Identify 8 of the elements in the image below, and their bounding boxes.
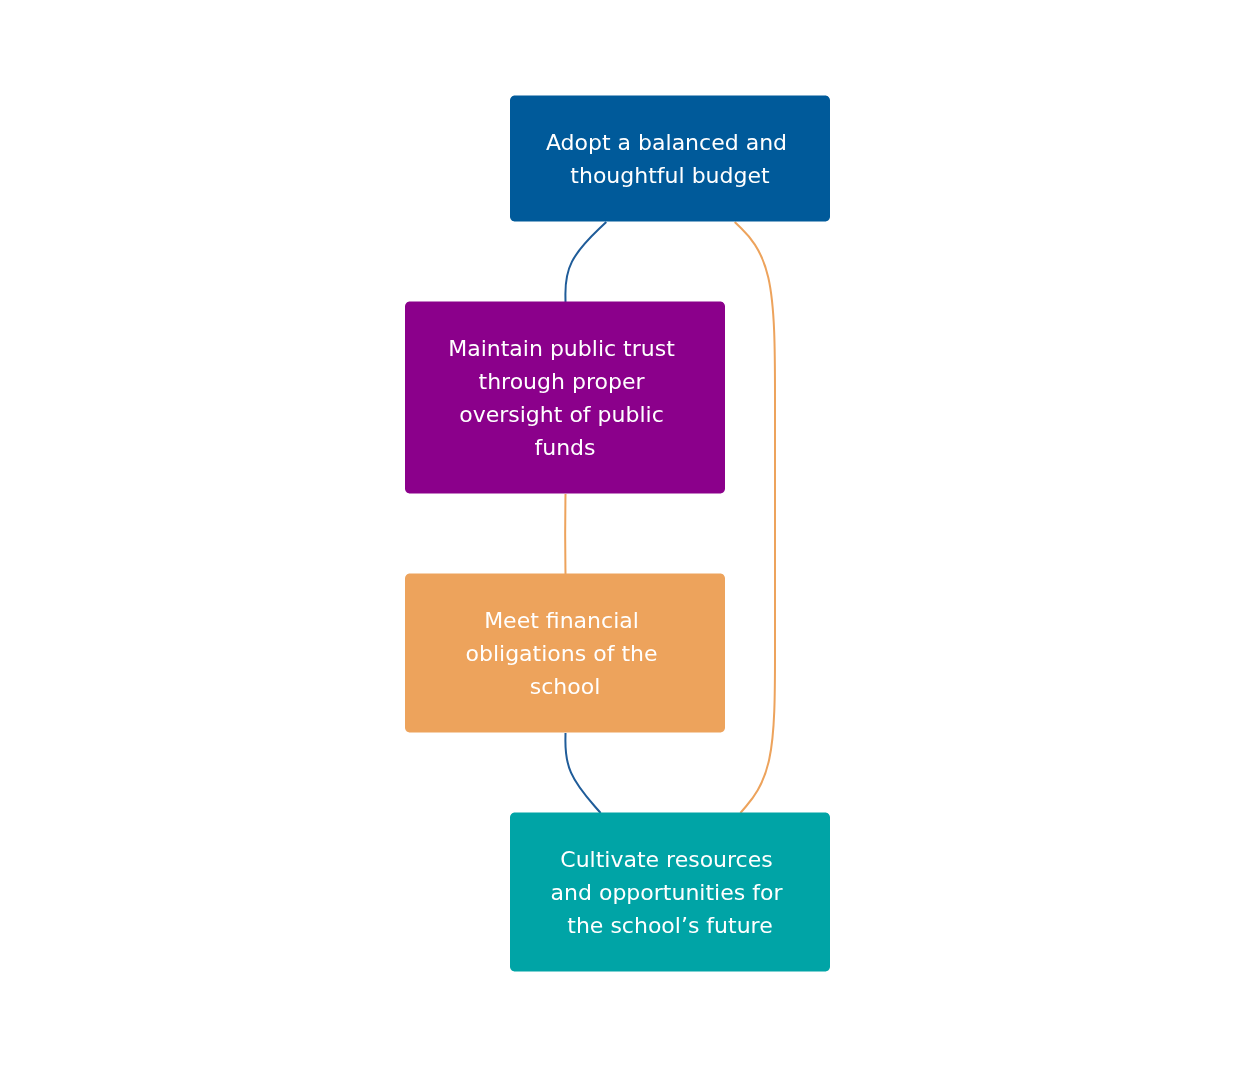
node-box: Cultivate resources and opportunities for the school’s future xyxy=(509,812,830,972)
connector xyxy=(563,221,607,303)
connector xyxy=(563,493,566,575)
connector xyxy=(733,221,776,814)
node-box: Meet financial obligations of the school xyxy=(404,573,725,733)
connector xyxy=(563,732,602,814)
node-box: Maintain public trust through proper oversight of public funds xyxy=(404,301,725,494)
node-box: Adopt a balanced and thoughtful budget xyxy=(509,95,830,222)
